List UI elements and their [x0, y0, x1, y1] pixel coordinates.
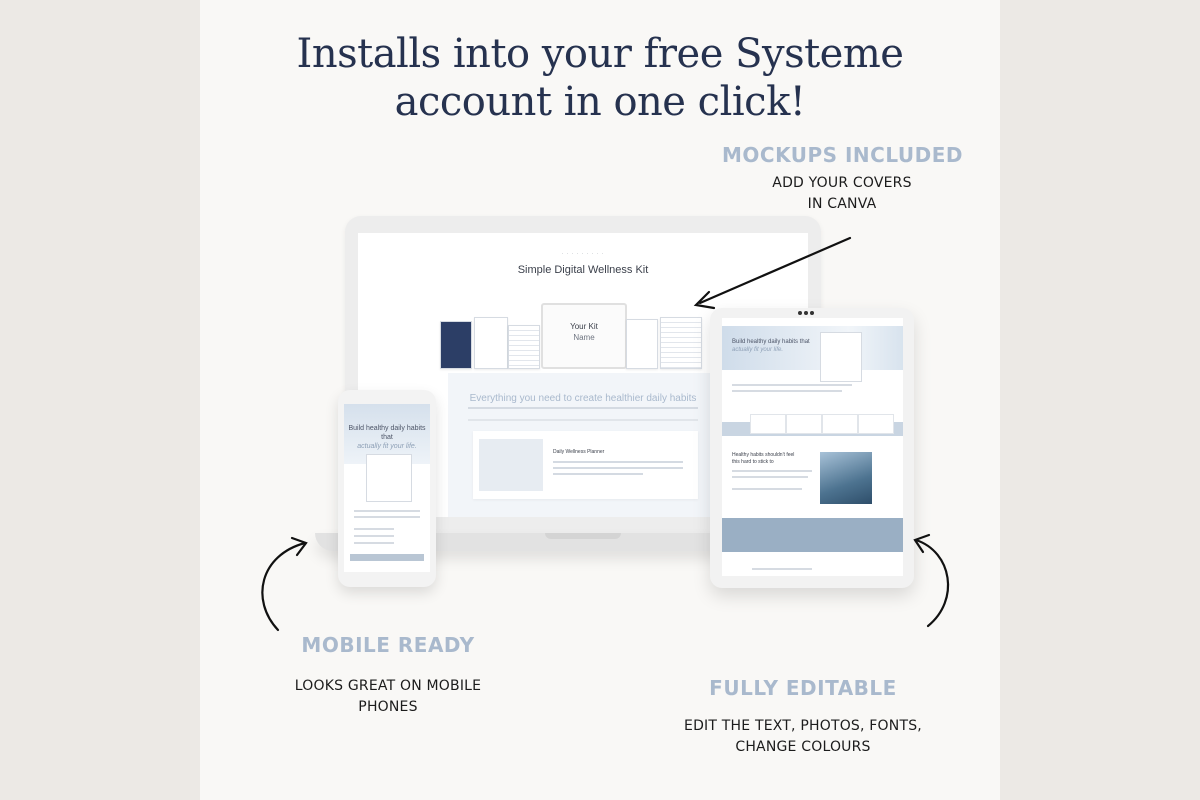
- mobile-line-1: LOOKS GREAT ON MOBILE: [294, 678, 482, 694]
- laptop-kit-name: Your Kit Name: [543, 321, 625, 343]
- kit-line-1: Your Kit: [570, 322, 598, 331]
- editable-line-1: EDIT THE TEXT, PHOTOS, FONTS,: [684, 718, 922, 734]
- phone-screen: Build healthy daily habits that actually…: [344, 404, 430, 572]
- mockups-line-2: IN CANVA: [807, 196, 877, 212]
- tablet-text-line: [732, 488, 802, 490]
- camera-dot-icon: [804, 311, 808, 315]
- laptop-product-text-line: [553, 467, 683, 469]
- tablet-section-heading: Healthy habits shouldn't feel this hard …: [732, 452, 816, 466]
- mobile-line-2: PHONES: [358, 699, 418, 715]
- laptop-notch: [545, 533, 621, 539]
- mobile-arrow-icon: [261, 536, 308, 632]
- phone-text-line: [354, 528, 394, 530]
- laptop-cover-mockup-4: [626, 319, 658, 369]
- laptop-kicker: · · · · · · · · ·: [561, 251, 605, 257]
- tablet-testimonial-band: [722, 518, 903, 552]
- tablet-photo: [820, 452, 872, 504]
- laptop-product-text-line: [553, 473, 643, 475]
- tablet-hero-text: Build healthy daily habits that actually…: [732, 338, 812, 354]
- laptop-product-title: Daily Wellness Planner: [553, 449, 605, 455]
- tablet-camera: [798, 311, 814, 315]
- tablet-text-line: [752, 568, 812, 570]
- editable-arrow-icon: [913, 533, 950, 628]
- tablet-hero: [722, 326, 903, 370]
- tablet-text-line: [732, 384, 852, 386]
- camera-dot-icon: [810, 311, 814, 315]
- phone-hero-line-1: Build healthy daily habits that: [348, 425, 426, 441]
- phone-text-line: [354, 542, 394, 544]
- laptop-cover-mockup-1: [440, 321, 472, 369]
- tablet-text-line: [732, 390, 842, 392]
- editable-line-2: CHANGE COLOURS: [735, 739, 871, 755]
- mobile-description: LOOKS GREAT ON MOBILE PHONES: [270, 676, 506, 718]
- laptop-cover-mockup-5: [660, 317, 702, 369]
- tablet-section-line-1: Healthy habits shouldn't feel: [732, 452, 795, 458]
- phone-text-line: [354, 516, 420, 518]
- laptop-section-heading: Everything you need to create healthier …: [469, 393, 697, 404]
- tablet-hero-line-2: actually fit your life.: [732, 347, 784, 353]
- phone-hero-line-2: actually fit your life.: [357, 443, 417, 450]
- laptop-cover-mockup-2: [474, 317, 508, 369]
- mobile-title: MOBILE READY: [301, 633, 475, 657]
- kit-line-2: Name: [573, 333, 595, 342]
- tablet-feature-box: [786, 414, 822, 434]
- editable-description: EDIT THE TEXT, PHOTOS, FONTS, CHANGE COL…: [666, 716, 940, 758]
- mockups-line-1: ADD YOUR COVERS: [772, 175, 912, 191]
- phone-text-line: [354, 510, 420, 512]
- headline-line-2: account in one click!: [394, 79, 806, 125]
- laptop-page-title: Simple Digital Wellness Kit: [517, 264, 649, 276]
- tablet-screen: Build healthy daily habits that actually…: [722, 318, 903, 576]
- laptop-cover-mockup-3: [508, 325, 540, 369]
- editable-title: FULLY EDITABLE: [709, 676, 897, 700]
- phone-hero-text: Build healthy daily habits that actually…: [344, 424, 430, 451]
- tablet-product-mockup: [820, 332, 862, 382]
- camera-dot-icon: [798, 311, 802, 315]
- laptop-product-text-line: [553, 461, 683, 463]
- tablet-text-line: [732, 476, 808, 478]
- headline-line-1: Installs into your free Systeme: [296, 31, 904, 77]
- laptop-product-card: Daily Wellness Planner: [473, 431, 698, 499]
- tablet-text-line: [732, 470, 812, 472]
- phone-cta-button: [350, 554, 424, 561]
- headline: Installs into your free Systeme account …: [200, 30, 1000, 126]
- mockups-title: MOCKUPS INCLUDED: [722, 143, 963, 167]
- mockups-description: ADD YOUR COVERS IN CANVA: [740, 173, 944, 215]
- phone-text-line: [354, 535, 394, 537]
- promo-card: Installs into your free Systeme account …: [200, 0, 1000, 800]
- laptop-kit-cover: Your Kit Name: [541, 303, 627, 369]
- laptop-product-image: [479, 439, 543, 491]
- tablet-feature-box: [858, 414, 894, 434]
- tablet-feature-box: [822, 414, 858, 434]
- tablet-hero-line-1: Build healthy daily habits that: [732, 339, 810, 345]
- phone-product-mockup: [366, 454, 412, 502]
- tablet-section-line-2: this hard to stick to: [732, 459, 774, 465]
- tablet-feature-box: [750, 414, 786, 434]
- laptop-section-body: [468, 407, 698, 421]
